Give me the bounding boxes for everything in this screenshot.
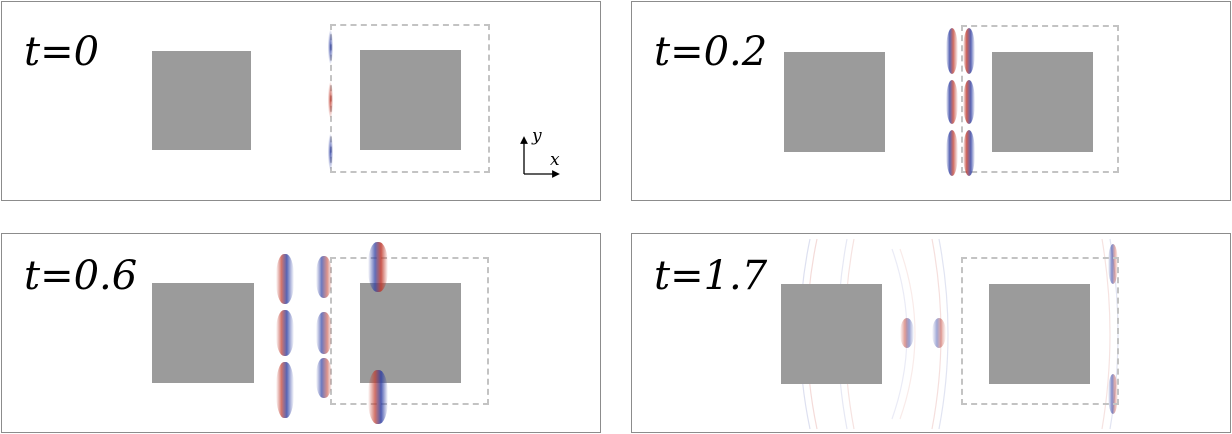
dashed-region [961,257,1119,405]
panel-t0-2: t=0.2 [631,1,1231,201]
left-square [781,284,882,384]
right-square [360,283,461,383]
left-square [152,283,254,383]
wave-front [946,80,958,124]
right-square [360,50,461,150]
wave-front [276,254,294,304]
right-square [989,284,1090,384]
dashed-region [961,25,1119,173]
wave-front [946,130,958,176]
left-square [152,51,252,150]
scattered-waves [799,238,1119,430]
panel-label: t=0.2 [654,29,768,75]
panel-t1-7: t=1.7 [631,233,1231,433]
panel-label: t=0.6 [24,253,138,299]
panel-t0: t=0 y x [1,1,601,201]
panel-label: t=0 [24,29,100,75]
xy-axes-icon [520,136,560,178]
y-axis-label: y [532,126,542,146]
wave-front [946,28,958,74]
x-axis-label: x [550,150,560,170]
left-square [784,52,885,152]
wave-front [276,362,294,418]
dashed-region [330,257,489,405]
wave-front [276,310,294,356]
dashed-region [330,24,490,173]
square-edge-highlight [251,51,253,150]
panel-t0-6: t=0.6 [1,233,601,433]
panel-label: t=1.7 [654,253,768,299]
right-square [992,52,1093,152]
